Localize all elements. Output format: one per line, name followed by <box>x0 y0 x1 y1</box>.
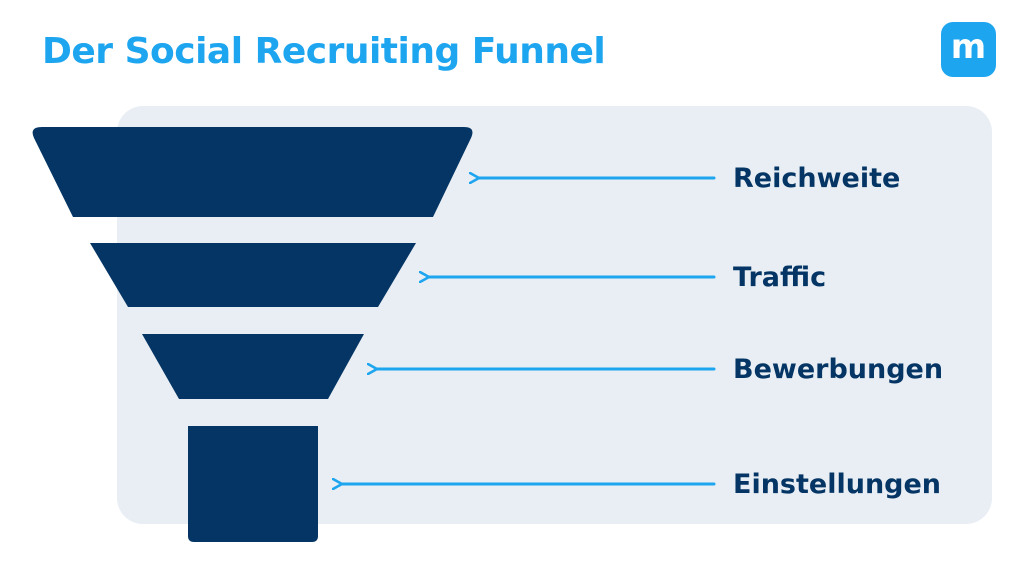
stage-label-bewerbungen: Bewerbungen <box>733 354 943 385</box>
stage-label-reichweite: Reichweite <box>733 163 900 194</box>
brand-logo-icon: m <box>941 22 996 77</box>
stage-label-traffic: Traffic <box>733 262 826 293</box>
stage-label-einstellungen: Einstellungen <box>733 469 941 500</box>
funnel-stage-4-shape <box>188 426 318 542</box>
funnel-stage-3-shape <box>142 334 364 399</box>
page-title: Der Social Recruiting Funnel <box>42 31 606 72</box>
funnel-stage-2-shape <box>90 243 416 307</box>
funnel-stage-1-shape <box>32 127 473 217</box>
